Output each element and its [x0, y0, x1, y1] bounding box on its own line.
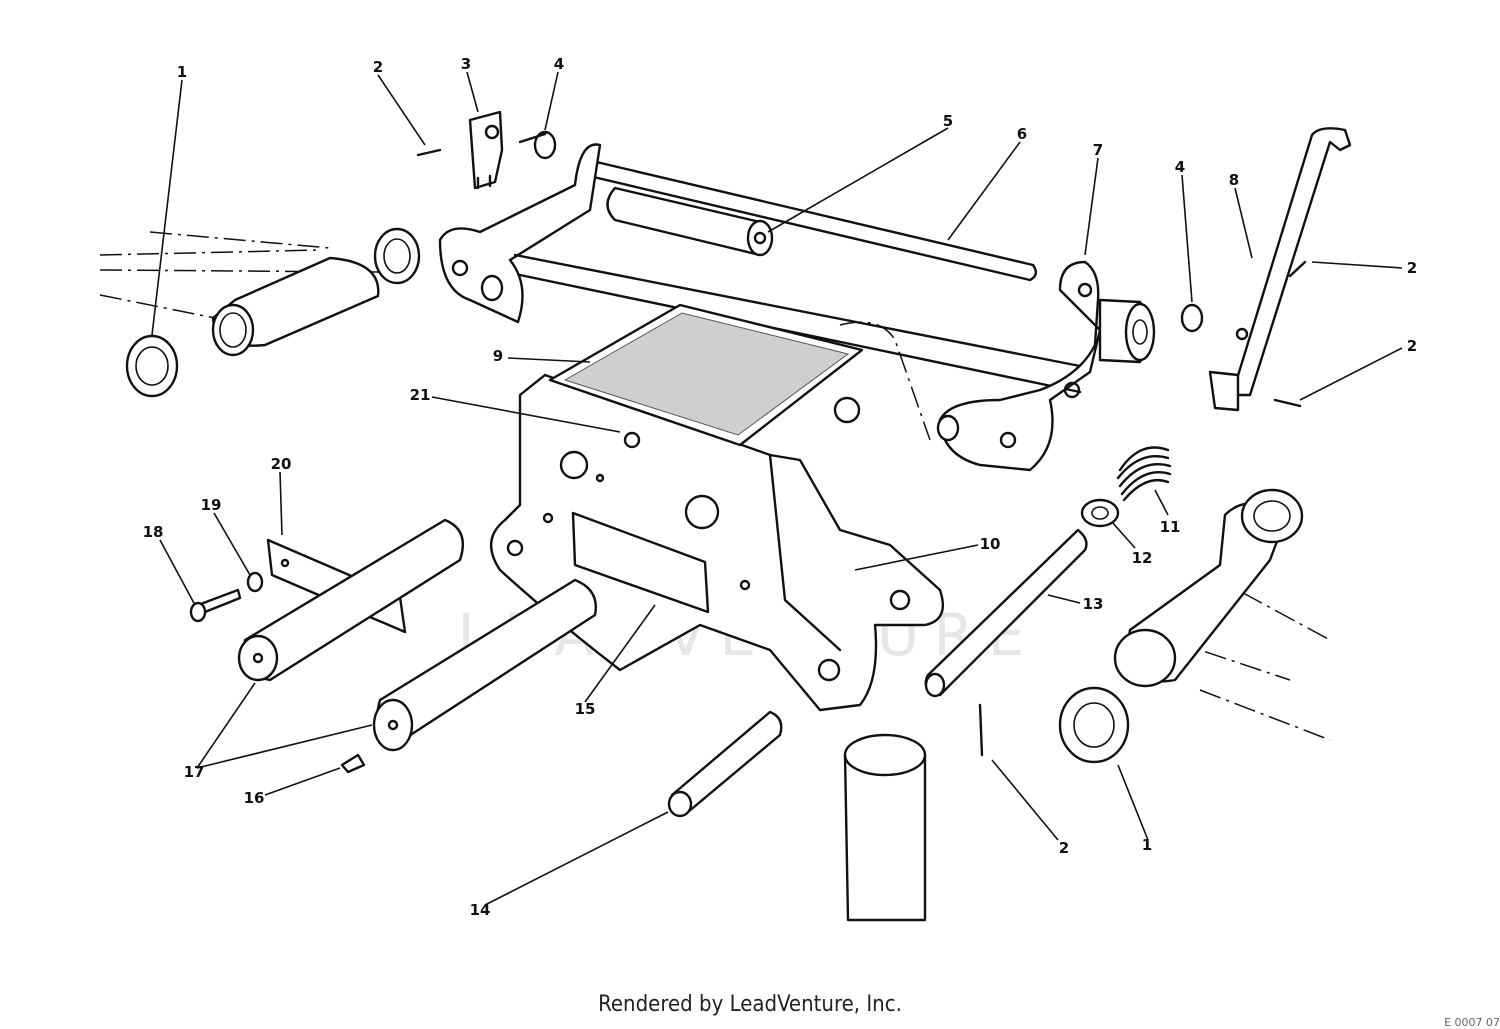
callout-10: 10	[980, 535, 1001, 553]
bushing-4-right	[1180, 303, 1204, 333]
left-bearing-assembly	[99, 227, 421, 398]
washer-12	[1080, 498, 1120, 528]
callout-14: 14	[470, 901, 491, 919]
callout-7: 7	[1093, 141, 1103, 159]
callout-16: 16	[244, 789, 265, 807]
callout-6: 6	[1017, 125, 1027, 143]
callout-2-upper-right: 2	[1407, 259, 1417, 277]
callout-20: 20	[271, 455, 292, 473]
callout-8: 8	[1229, 171, 1239, 189]
callout-1-left: 1	[177, 63, 187, 81]
spring-11	[1116, 446, 1172, 502]
callout-12: 12	[1132, 549, 1153, 567]
washer-19	[246, 571, 264, 593]
callout-15: 15	[575, 700, 596, 718]
callout-17: 17	[184, 763, 205, 781]
callout-4-right: 4	[1175, 158, 1185, 176]
main-frame	[490, 303, 945, 712]
pivot-shaft-assembly	[438, 143, 1156, 472]
callout-1-right: 1	[1142, 836, 1152, 854]
callout-4-left: 4	[554, 55, 564, 73]
callout-2-top: 2	[373, 58, 383, 76]
callout-21: 21	[410, 386, 431, 404]
pin-17-long	[372, 578, 597, 752]
rendered-by-footer: Rendered by LeadVenture, Inc.	[598, 992, 902, 1017]
callout-11: 11	[1160, 518, 1181, 536]
bolt-18	[189, 588, 242, 623]
rod-13	[924, 528, 1088, 698]
leader-lines	[151, 71, 1403, 906]
mount-post	[843, 733, 927, 922]
callout-9: 9	[493, 347, 503, 365]
lever-8	[1208, 127, 1352, 412]
pin-17-short	[237, 518, 465, 682]
callout-19: 19	[201, 496, 222, 514]
callout-2-lower-right: 2	[1407, 337, 1417, 355]
part-number-label: E 0007 07	[1444, 1016, 1500, 1029]
callout-13: 13	[1083, 595, 1104, 613]
grease-fitting-16	[340, 753, 366, 774]
bushing-4-left	[518, 130, 557, 160]
callout-3: 3	[461, 55, 471, 73]
bracket-3	[468, 110, 504, 190]
callout-2-bottom: 2	[1059, 839, 1069, 857]
right-bearing-assembly	[1058, 488, 1331, 764]
callout-18: 18	[143, 523, 164, 541]
callout-labels: 1 2 3 4 5 6 7 4 8 2 2 9 21 20 19 18 10 1…	[143, 55, 1418, 919]
callout-5: 5	[943, 112, 953, 130]
pin-14	[667, 710, 783, 818]
